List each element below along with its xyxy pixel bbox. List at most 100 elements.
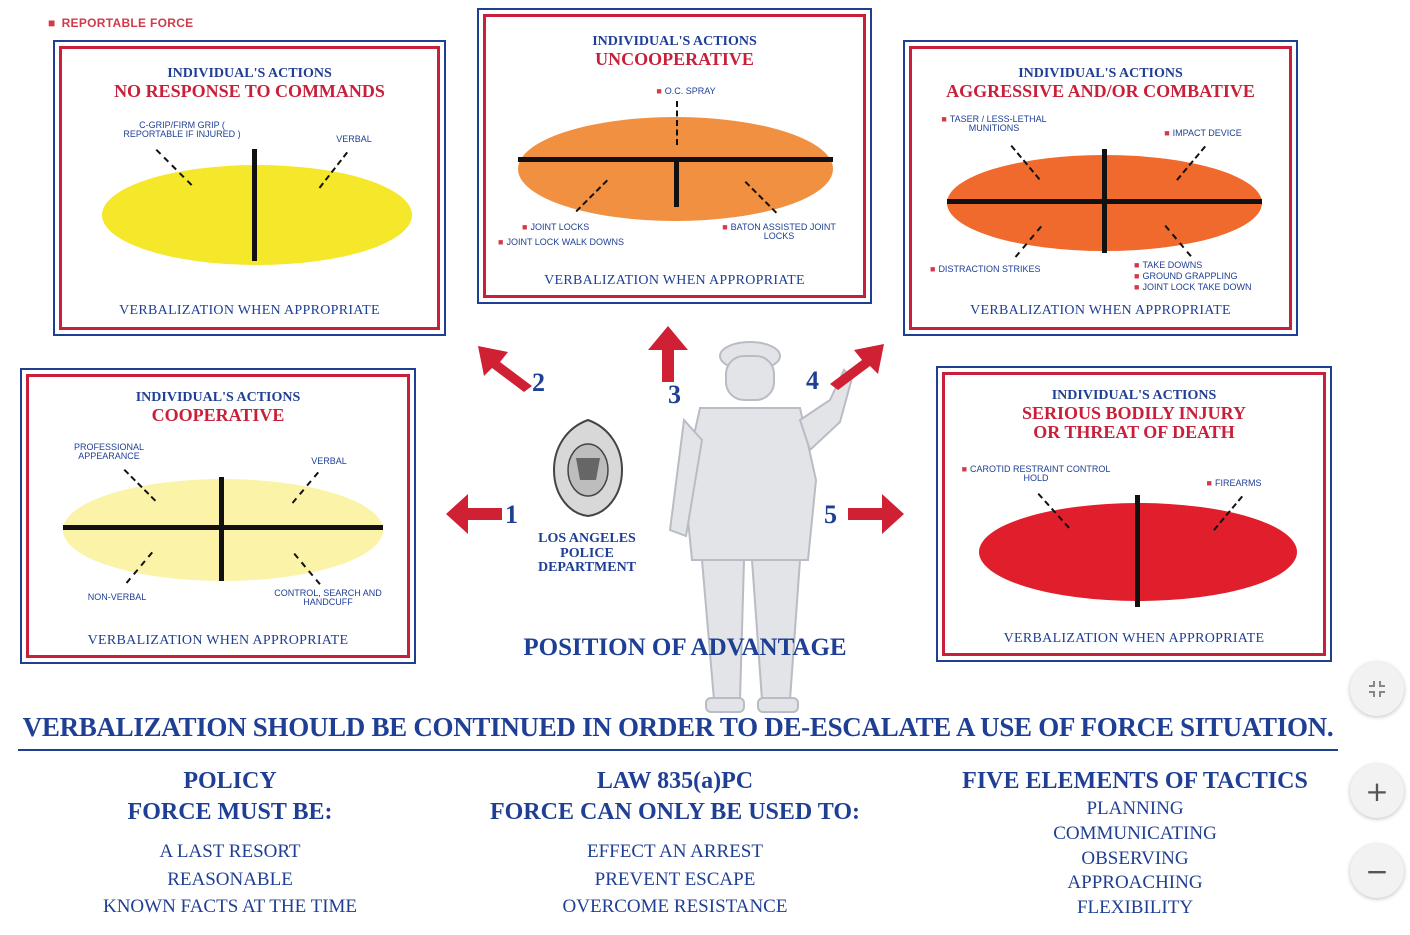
column-item: FLEXIBILITY — [930, 896, 1340, 921]
fit-screen-button[interactable] — [1350, 662, 1404, 716]
option-label: VERBAL — [324, 135, 384, 144]
force-ellipse — [102, 165, 412, 265]
card-border: INDIVIDUAL'S ACTIONS AGGRESSIVE AND/OR C… — [909, 46, 1292, 330]
policy-column: POLICY FORCE MUST BE: A LAST RESORT REAS… — [40, 766, 420, 921]
ellipse-divider — [1135, 495, 1140, 607]
arrow-number: 4 — [806, 366, 819, 396]
card-subheading: NO RESPONSE TO COMMANDS — [62, 82, 437, 101]
reportable-force-marker: ■ — [48, 16, 56, 30]
arrow-3 — [640, 322, 696, 386]
column-item: OVERCOME RESISTANCE — [450, 893, 900, 921]
card-border: INDIVIDUAL'S ACTIONS NO RESPONSE TO COMM… — [59, 46, 440, 330]
option-label: PROFESSIONAL APPEARANCE — [69, 443, 149, 462]
zoom-in-button[interactable]: + — [1350, 764, 1404, 818]
column-item: PREVENT ESCAPE — [450, 866, 900, 894]
column-item: REASONABLE — [40, 866, 420, 894]
card-heading-line: INDIVIDUAL'S ACTIONS — [29, 391, 407, 406]
card-border: INDIVIDUAL'S ACTIONS SERIOUS BODILY INJU… — [942, 372, 1326, 656]
ellipse-divider — [252, 149, 257, 261]
option-label-text: TAKE DOWNS — [1142, 260, 1202, 270]
option-label: ■GROUND GRAPPLING — [1134, 272, 1284, 281]
card-footer: VERBALIZATION WHEN APPROPRIATE — [945, 631, 1323, 647]
card-footer: VERBALIZATION WHEN APPROPRIATE — [486, 273, 863, 289]
arrow-number: 3 — [668, 380, 681, 410]
minus-icon: − — [1365, 855, 1388, 888]
option-label-text: O.C. SPRAY — [665, 86, 716, 96]
card-aggressive: INDIVIDUAL'S ACTIONS AGGRESSIVE AND/OR C… — [903, 40, 1298, 336]
option-label-text: GROUND GRAPPLING — [1142, 271, 1237, 281]
card-heading: INDIVIDUAL'S ACTIONS NO RESPONSE TO COMM… — [62, 67, 437, 101]
headline-divider — [18, 749, 1338, 751]
pointer-line — [676, 101, 678, 145]
column-title: POLICY — [40, 766, 420, 797]
option-label: C-GRIP/FIRM GRIP ( REPORTABLE IF INJURED… — [112, 121, 252, 140]
card-subheading: SERIOUS BODILY INJURY — [945, 404, 1323, 423]
column-item: A LAST RESORT — [40, 838, 420, 866]
card-heading-line: INDIVIDUAL'S ACTIONS — [486, 35, 863, 50]
column-item: EFFECT AN ARREST — [450, 838, 900, 866]
option-label: ■IMPACT DEVICE — [1148, 129, 1258, 138]
card-subheading: OR THREAT OF DEATH — [945, 423, 1323, 442]
zoom-out-button[interactable]: − — [1350, 844, 1404, 898]
department-name: LOS ANGELES POLICE DEPARTMENT — [527, 532, 647, 576]
card-footer: VERBALIZATION WHEN APPROPRIATE — [29, 633, 407, 649]
arrow-2 — [470, 332, 540, 396]
option-label-text: CAROTID RESTRAINT CONTROL HOLD — [970, 464, 1110, 483]
legend: ■ REPORTABLE FORCE — [48, 16, 193, 30]
arrow-1 — [442, 486, 506, 542]
option-label: ■JOINT LOCKS — [522, 223, 652, 232]
column-subtitle: FORCE CAN ONLY BE USED TO: — [450, 797, 900, 828]
card-subheading: COOPERATIVE — [29, 406, 407, 425]
option-label: ■DISTRACTION STRIKES — [930, 265, 1090, 274]
department-line: POLICE — [527, 547, 647, 562]
column-item: APPROACHING — [930, 871, 1340, 896]
arrow-4 — [822, 330, 892, 394]
fit-screen-icon — [1367, 679, 1387, 699]
ellipse-divider — [674, 157, 679, 207]
card-no-response: INDIVIDUAL'S ACTIONS NO RESPONSE TO COMM… — [53, 40, 446, 336]
card-heading: INDIVIDUAL'S ACTIONS UNCOOPERATIVE — [486, 35, 863, 69]
column-item: KNOWN FACTS AT THE TIME — [40, 893, 420, 921]
option-label-text: DISTRACTION STRIKES — [938, 264, 1040, 274]
legend-label: REPORTABLE FORCE — [62, 16, 194, 30]
card-serious-injury: INDIVIDUAL'S ACTIONS SERIOUS BODILY INJU… — [936, 366, 1332, 662]
lapd-badge-icon — [552, 418, 624, 518]
card-heading: INDIVIDUAL'S ACTIONS AGGRESSIVE AND/OR C… — [912, 67, 1289, 101]
column-item: OBSERVING — [930, 847, 1340, 872]
option-label: ■TASER / LESS-LETHAL MUNITIONS — [924, 115, 1064, 134]
column-item: PLANNING — [930, 797, 1340, 822]
law-column: LAW 835(a)PC FORCE CAN ONLY BE USED TO: … — [450, 766, 900, 921]
option-label: CONTROL, SEARCH AND HANDCUFF — [273, 589, 383, 608]
card-cooperative: INDIVIDUAL'S ACTIONS COOPERATIVE PROFESS… — [20, 368, 416, 664]
position-of-advantage-label: POSITION OF ADVANTAGE — [505, 634, 865, 662]
department-line: LOS ANGELES — [527, 532, 647, 547]
option-label: ■CAROTID RESTRAINT CONTROL HOLD — [961, 465, 1111, 484]
option-label-text: BATON ASSISTED JOINT LOCKS — [731, 222, 836, 241]
card-border: INDIVIDUAL'S ACTIONS UNCOOPERATIVE ■O.C.… — [483, 14, 866, 298]
option-label: VERBAL — [299, 457, 359, 466]
card-subheading: UNCOOPERATIVE — [486, 50, 863, 69]
option-label: ■TAKE DOWNS — [1134, 261, 1284, 270]
arrow-number: 5 — [824, 500, 837, 530]
option-label-text: JOINT LOCK TAKE DOWN — [1142, 282, 1251, 292]
option-label-text: JOINT LOCKS — [530, 222, 589, 232]
plus-icon: + — [1365, 775, 1388, 808]
card-heading: INDIVIDUAL'S ACTIONS COOPERATIVE — [29, 391, 407, 425]
card-border: INDIVIDUAL'S ACTIONS COOPERATIVE PROFESS… — [26, 374, 410, 658]
card-footer: VERBALIZATION WHEN APPROPRIATE — [912, 303, 1289, 319]
ellipse-divider — [1102, 149, 1107, 253]
arrow-number: 2 — [532, 368, 545, 398]
option-label-text: TASER / LESS-LETHAL MUNITIONS — [950, 114, 1047, 133]
column-title: LAW 835(a)PC — [450, 766, 900, 797]
card-subheading: AGGRESSIVE AND/OR COMBATIVE — [912, 82, 1289, 101]
card-uncooperative: INDIVIDUAL'S ACTIONS UNCOOPERATIVE ■O.C.… — [477, 8, 872, 304]
column-title: FIVE ELEMENTS OF TACTICS — [930, 766, 1340, 797]
option-label: NON-VERBAL — [77, 593, 157, 602]
headline: VERBALIZATION SHOULD BE CONTINUED IN ORD… — [18, 712, 1338, 743]
column-item: COMMUNICATING — [930, 822, 1340, 847]
arrow-number: 1 — [505, 500, 518, 530]
tactics-column: FIVE ELEMENTS OF TACTICS PLANNING COMMUN… — [930, 766, 1340, 921]
ellipse-divider — [219, 477, 224, 581]
card-heading-line: INDIVIDUAL'S ACTIONS — [945, 389, 1323, 404]
column-subtitle: FORCE MUST BE: — [40, 797, 420, 828]
